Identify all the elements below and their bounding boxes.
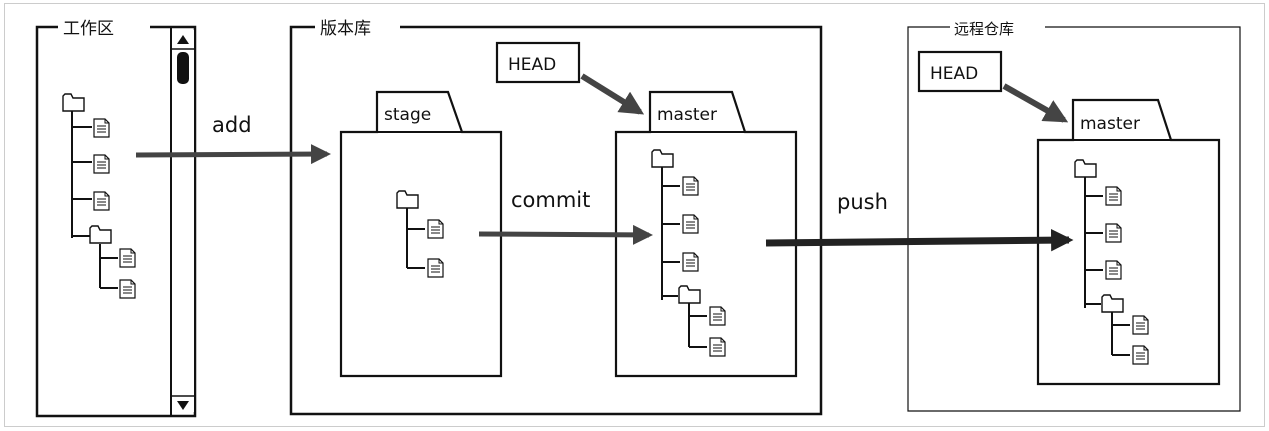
folder-icon <box>89 225 112 244</box>
scroll-up-icon[interactable] <box>177 35 189 44</box>
file-icon <box>709 337 726 357</box>
head-remote-box: HEAD <box>917 50 1003 93</box>
head-local-label: HEAD <box>508 55 556 75</box>
add-action: add <box>135 113 331 165</box>
file-icon <box>1105 260 1122 280</box>
head-local-pointer-arrow <box>580 73 645 115</box>
commit-action: commit <box>478 188 653 245</box>
push-arrow <box>765 228 1074 252</box>
add-label: add <box>212 113 252 137</box>
master-remote-label: master <box>1080 114 1140 134</box>
file-icon <box>93 191 110 211</box>
file-icon <box>93 118 110 138</box>
outer-frame <box>4 3 1265 427</box>
commit-label: commit <box>511 188 590 212</box>
repository-panel: 版本库 stage master <box>289 19 823 416</box>
file-icon <box>1105 186 1122 206</box>
push-action: push <box>765 190 1074 252</box>
commit-arrow <box>478 224 653 245</box>
workspace-title: 工作区 <box>63 19 114 39</box>
file-icon <box>427 219 444 239</box>
workspace-panel: 工作区 <box>35 19 197 418</box>
push-label: push <box>837 190 888 214</box>
file-icon <box>119 279 136 299</box>
workspace-file-tree <box>62 93 136 299</box>
file-icon <box>119 248 136 268</box>
head-remote-pointer-arrow <box>1002 83 1069 123</box>
repository-title: 版本库 <box>320 19 371 39</box>
stage-folder: stage <box>339 90 503 378</box>
head-remote-label: HEAD <box>930 64 978 84</box>
file-icon <box>93 154 110 174</box>
file-icon <box>709 306 726 326</box>
master-folder-local: master <box>614 90 798 378</box>
file-icon <box>1105 223 1122 243</box>
scrollbar[interactable] <box>170 27 195 416</box>
remote-title: 远程仓库 <box>954 20 1014 38</box>
remote-panel: 远程仓库 HEAD master <box>907 20 1241 412</box>
folder-icon <box>62 93 85 112</box>
file-icon <box>1132 315 1149 335</box>
file-icon <box>682 176 699 196</box>
file-icon <box>682 214 699 234</box>
scrollbar-thumb[interactable] <box>177 52 189 84</box>
head-local-box: HEAD <box>495 41 581 84</box>
file-icon <box>1132 345 1149 365</box>
file-icon <box>427 258 444 278</box>
file-icon <box>682 252 699 272</box>
scroll-down-icon[interactable] <box>177 401 189 410</box>
stage-label: stage <box>384 105 431 125</box>
master-folder-remote: master <box>1036 98 1221 386</box>
add-arrow <box>135 144 331 165</box>
master-local-label: master <box>657 105 717 125</box>
